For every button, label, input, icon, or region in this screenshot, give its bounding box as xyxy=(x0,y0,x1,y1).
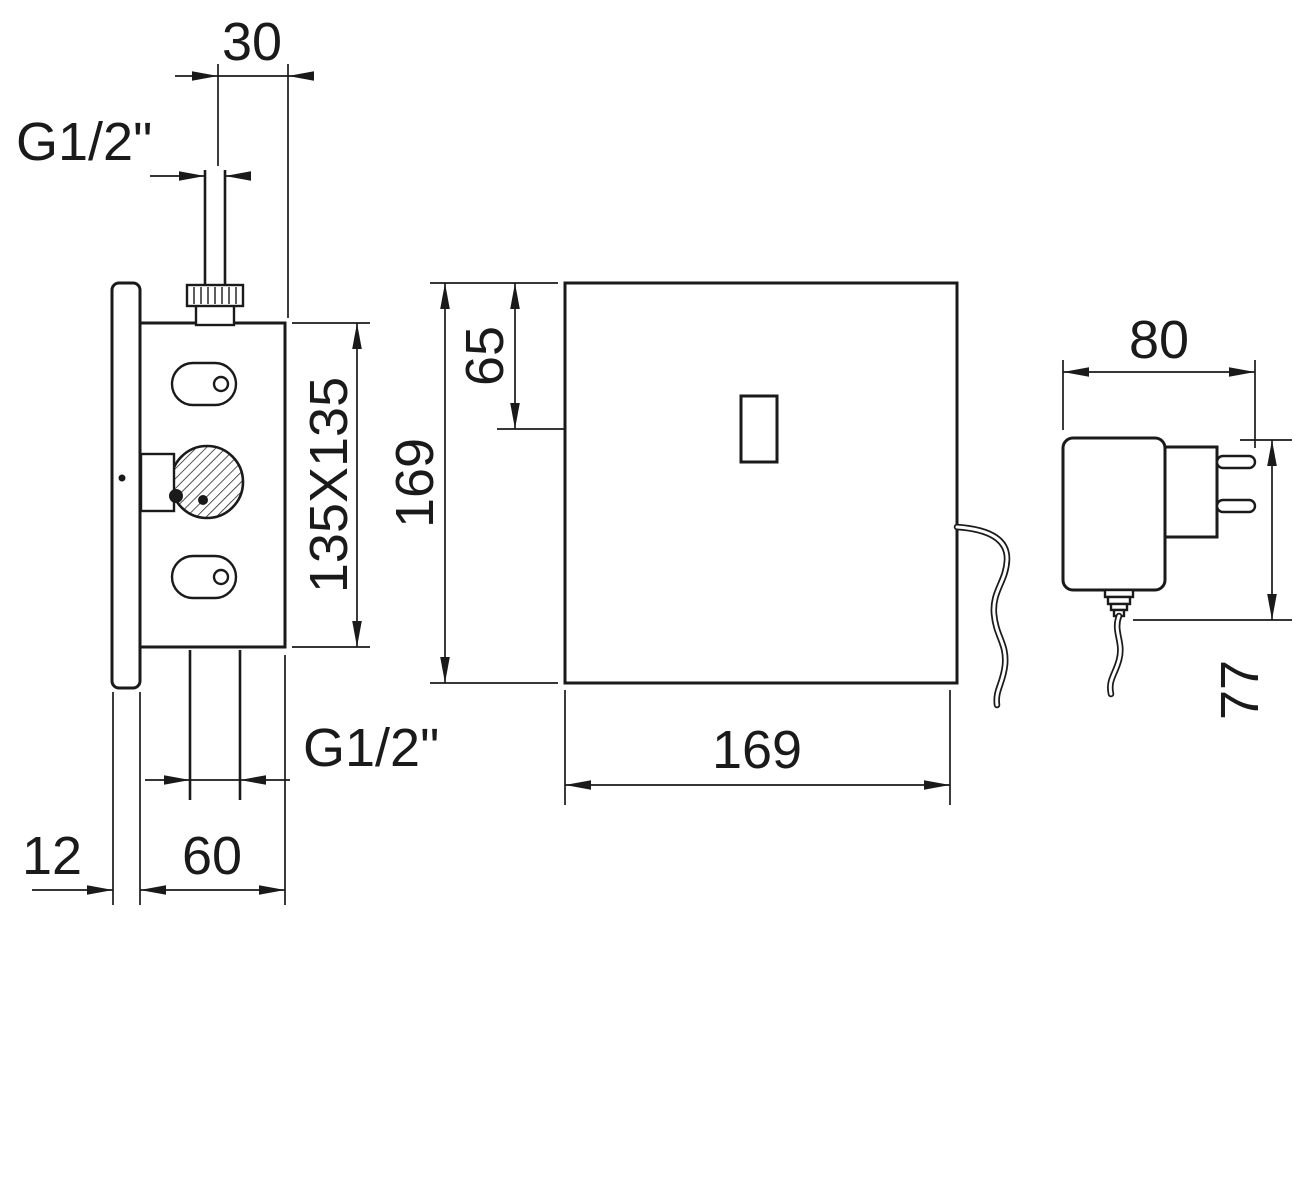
inlet-neck xyxy=(194,303,236,327)
solenoid-valve xyxy=(169,444,245,520)
dim-adapter-height: 77 xyxy=(1133,439,1292,720)
dim-label-thread-top: G1/2" xyxy=(16,112,152,172)
dim-face-size: 135X135 xyxy=(292,322,370,648)
side-view xyxy=(110,170,287,800)
dim-label-thread-bottom: G1/2" xyxy=(303,718,439,778)
dim-adapter-width: 80 xyxy=(1062,310,1256,448)
dim-thread-top: G1/2" xyxy=(16,112,251,181)
valve-detail-dot-small xyxy=(198,495,208,505)
screw-hole-bottom xyxy=(212,568,230,586)
outlet-pipe-lines xyxy=(188,650,242,800)
dim-plate-thickness-and-depth: 12 60 xyxy=(22,655,286,905)
plug-pin-top xyxy=(1215,454,1257,470)
inlet-pipe-lines xyxy=(203,170,227,285)
mounting-slot-bottom xyxy=(170,554,238,600)
dim-sensor-offset: 65 xyxy=(455,283,741,430)
dim-label-adapter-height: 77 xyxy=(1210,660,1270,720)
front-plate xyxy=(563,281,959,685)
mounting-slot-top xyxy=(170,361,238,407)
dim-label-adapter-width: 80 xyxy=(1129,310,1189,370)
adapter-view xyxy=(1061,436,1257,698)
dim-top-width: 30 xyxy=(175,12,314,318)
plug-pin-bottom xyxy=(1215,498,1257,514)
strain-relief xyxy=(1103,588,1135,618)
dim-label-body-depth: 60 xyxy=(182,826,242,886)
sensor-dot xyxy=(118,474,126,482)
sensor-window xyxy=(739,394,779,464)
dim-label-face-size: 135X135 xyxy=(299,377,359,593)
dim-front-height: 169 xyxy=(385,282,558,684)
dim-label-front-width: 169 xyxy=(712,720,802,780)
front-view xyxy=(563,281,1011,709)
plug-base xyxy=(1163,445,1219,539)
dim-label-plate-thickness: 12 xyxy=(22,826,82,886)
power-cable-front xyxy=(953,523,1011,709)
dim-thread-bottom: G1/2" xyxy=(145,718,439,785)
dim-label-sensor-offset: 65 xyxy=(455,326,515,386)
valve-seat xyxy=(139,452,176,513)
dim-label-front-height: 169 xyxy=(385,438,445,528)
adapter-body xyxy=(1061,436,1167,592)
valve-detail-dot-large xyxy=(169,489,183,503)
dim-label-top-width: 30 xyxy=(222,12,282,72)
cover-plate-edge xyxy=(110,281,142,690)
inlet-nut-knurl xyxy=(193,287,237,304)
dim-front-width: 169 xyxy=(564,690,951,805)
screw-hole-top xyxy=(212,375,230,393)
